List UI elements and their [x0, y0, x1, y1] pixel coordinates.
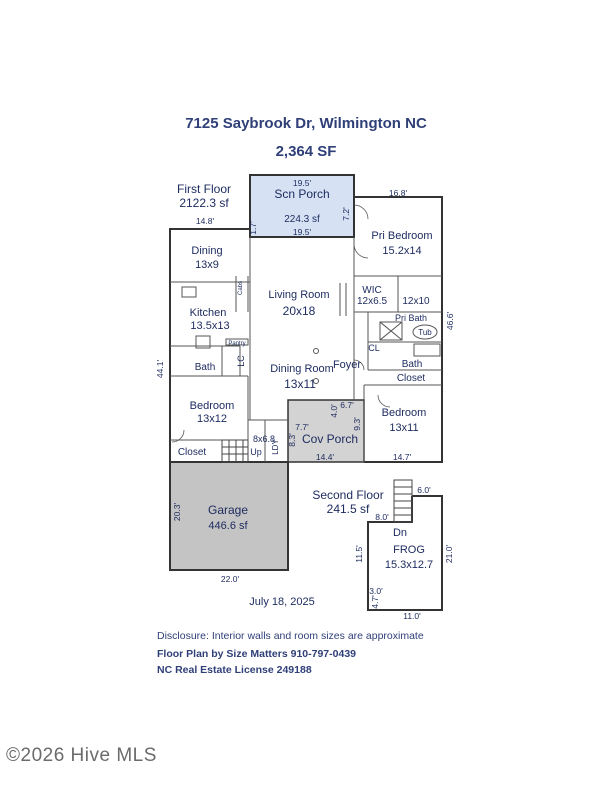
- stairs-up-label: Up: [250, 447, 262, 457]
- walk-in-closet-size: 12x6.5: [357, 296, 387, 307]
- door-swings: [171, 204, 391, 443]
- frog-name: FROG: [393, 544, 425, 556]
- closet-left-label: Closet: [178, 447, 207, 458]
- dim-porch-left: 1.7': [248, 221, 258, 235]
- dim-right-bottom: 14.7': [393, 452, 412, 462]
- screen-porch-area-label: 224.3 sf: [284, 214, 320, 225]
- dim-cov-small-b: 4.0': [329, 404, 339, 418]
- primary-bedroom-name: Pri Bedroom: [371, 230, 432, 242]
- primary-bedroom-size: 15.2x14: [382, 245, 421, 257]
- dim-frog-left: 11.5': [354, 545, 364, 563]
- floor-plan-credit: Floor Plan by Size Matters 910-797-0439: [157, 648, 357, 660]
- living-room-name: Living Room: [268, 289, 329, 301]
- closet-size-label: 12x10: [402, 296, 430, 307]
- small-room-size: 8x6.8: [253, 434, 275, 444]
- bath-left-label: Bath: [195, 362, 216, 373]
- screen-porch-name: Scn Porch: [274, 187, 329, 201]
- garage-name: Garage: [208, 503, 248, 517]
- dim-frog-top: 6.0': [417, 485, 431, 495]
- linen-closet-label: CL: [368, 343, 380, 353]
- dim-frog-small-b: 4.7': [370, 595, 380, 609]
- dining-size: 13x9: [195, 259, 219, 271]
- primary-bath-label: Pri Bath: [395, 313, 427, 323]
- dim-cov-porch-top: 7.7': [295, 422, 309, 432]
- dim-porch-right: 7.2': [341, 207, 351, 221]
- frog-size: 15.3x12.7: [385, 559, 433, 571]
- bath-right-label: Bath: [402, 359, 423, 370]
- kitchen-size: 13.5x13: [190, 320, 229, 332]
- license-text: NC Real Estate License 249188: [157, 664, 312, 676]
- stairs-down-label: Dn: [393, 527, 407, 539]
- laundry-label: LDY: [271, 439, 280, 455]
- dining-room-size: 13x11: [284, 377, 316, 391]
- stairs-second-floor: [393, 479, 413, 523]
- tub-label: Tub: [418, 328, 432, 337]
- dining-room-name: Dining Room: [270, 363, 334, 375]
- first-floor-area: 2122.3 sf: [179, 196, 229, 210]
- living-room-size: 20x18: [283, 304, 316, 318]
- dim-cov-porch-bottom: 14.4': [316, 452, 335, 462]
- dim-frog-right: 21.0': [444, 545, 454, 564]
- dim-left-side: 44.1': [155, 360, 165, 379]
- second-floor-area: 241.5 sf: [327, 502, 370, 516]
- dim-frog-small-a: 3.0': [369, 586, 383, 596]
- walk-in-closet-name: WIC: [362, 285, 381, 296]
- mls-watermark: ©2026 Hive MLS: [6, 745, 157, 766]
- lc-label: LC: [236, 355, 246, 367]
- bedroom-left-name: Bedroom: [190, 400, 235, 412]
- dim-cov-small-a: 6.7': [340, 400, 354, 410]
- disclosure-text: Disclosure: Interior walls and room size…: [157, 630, 424, 642]
- pantry-label: Pantry: [228, 341, 245, 347]
- dim-garage-bottom: 22.0': [221, 574, 240, 584]
- screen-porch-area: [249, 174, 355, 238]
- dimension-labels: 19.5' 19.5' 1.7' 7.2' 16.8' 14.8' 46.6' …: [155, 178, 455, 621]
- closet-right-label: Closet: [397, 373, 426, 384]
- plan-date: July 18, 2025: [249, 596, 314, 608]
- dim-cov-porch-right: 9.3': [352, 417, 362, 431]
- foyer-label: Foyer: [333, 359, 361, 371]
- covered-porch-label: Cov Porch: [302, 432, 358, 446]
- dining-name: Dining: [191, 245, 222, 257]
- dim-garage-side: 20.3': [172, 503, 182, 522]
- dim-porch-top: 19.5': [293, 178, 312, 188]
- bedroom-left-size: 13x12: [197, 413, 227, 425]
- dim-right-side: 46.6': [445, 312, 455, 331]
- garage-area-label: 446.6 sf: [208, 520, 248, 532]
- dim-frog-bottom: 11.0': [403, 611, 421, 621]
- cabinets-label: Cabs: [238, 281, 244, 295]
- bedroom-right-size: 13x11: [389, 422, 418, 434]
- dim-porch-bottom: 19.5': [293, 227, 312, 237]
- first-floor-label: First Floor: [177, 182, 231, 196]
- dim-cov-porch-side: 8.3': [287, 433, 297, 447]
- bedroom-right-name: Bedroom: [382, 407, 427, 419]
- total-square-feet: 2,364 SF: [275, 143, 337, 160]
- property-address: 7125 Saybrook Dr, Wilmington NC: [185, 115, 427, 132]
- kitchen-name: Kitchen: [190, 307, 227, 319]
- dim-top-right: 16.8': [389, 188, 408, 198]
- stairs-first-floor: [221, 439, 249, 463]
- dim-frog-left-top: 8.0': [375, 512, 389, 522]
- first-floor-walls: [169, 196, 443, 570]
- dim-top-left: 14.8': [196, 216, 215, 226]
- second-floor-label: Second Floor: [312, 488, 383, 502]
